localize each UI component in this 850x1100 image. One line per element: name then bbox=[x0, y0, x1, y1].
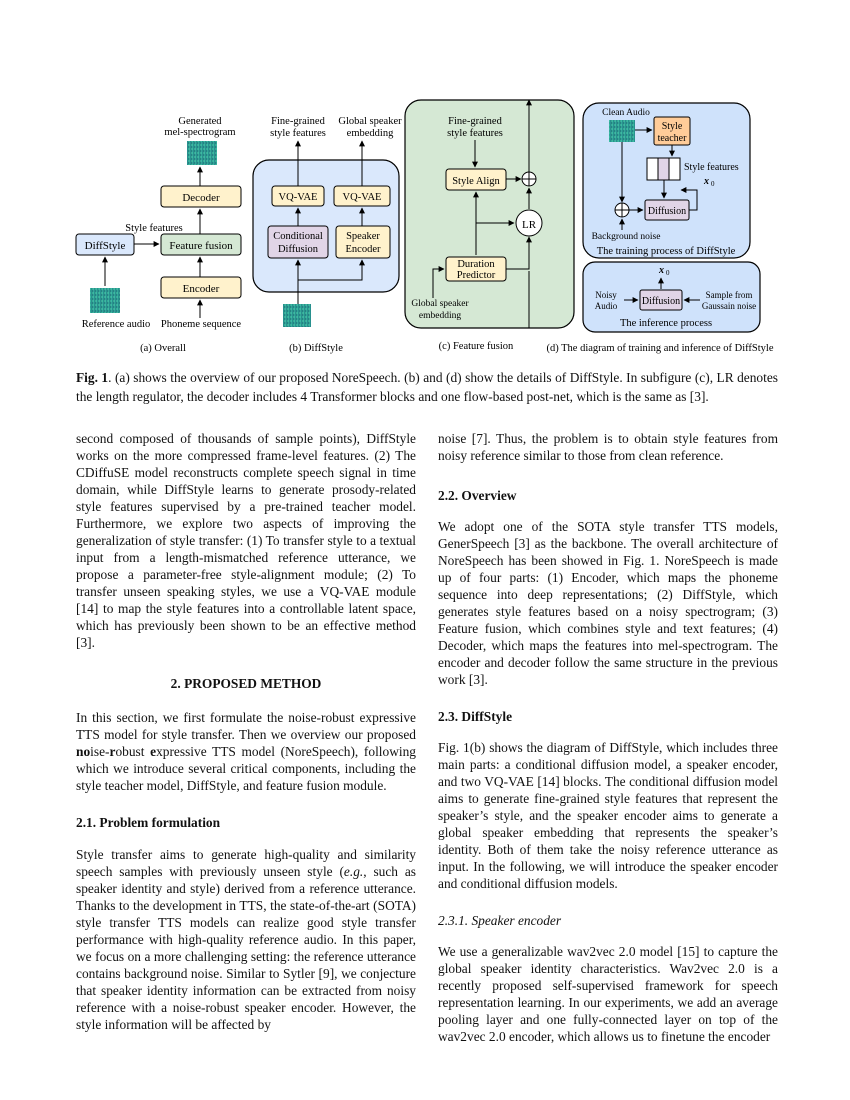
melspec-label: mel-spectrogram bbox=[164, 127, 235, 138]
p2-text-a: In this section, we first formulate the … bbox=[76, 710, 416, 742]
inference-process-label: The inference process bbox=[620, 318, 712, 329]
p3-text-b: , such as speaker identity and style) de… bbox=[76, 864, 416, 1032]
caption-b: (b) DiffStyle bbox=[289, 343, 343, 354]
speaker-label-1: Speaker bbox=[346, 231, 380, 242]
fine-grained-label-b1: Fine-grained bbox=[271, 116, 325, 127]
panel-b-diffstyle: Fine-grained style features Global speak… bbox=[252, 116, 402, 354]
conditional-diffusion-block bbox=[267, 225, 329, 259]
global-speaker-label-b1: Global speaker bbox=[338, 116, 402, 127]
figure-caption: Fig. 1. (a) shows the overview of our pr… bbox=[76, 368, 778, 406]
clean-audio-label: Clean Audio bbox=[602, 108, 650, 118]
noisy-audio-label-2: Audio bbox=[595, 301, 618, 311]
generated-label: Generated bbox=[178, 116, 222, 127]
global-speaker-label-c2: embedding bbox=[419, 311, 461, 321]
style-feature-cell-1 bbox=[646, 157, 659, 181]
right-column: noise [7]. Thus, the problem is to obtai… bbox=[438, 430, 778, 1045]
x0-label: x bbox=[703, 176, 709, 187]
caption-a: (a) Overall bbox=[140, 343, 186, 354]
left-paragraph-1: second composed of thousands of sample p… bbox=[76, 431, 416, 650]
generated-spectrogram bbox=[187, 141, 217, 165]
section-2-2-title: 2.2. Overview bbox=[438, 488, 517, 503]
p3-text-a: Style transfer aims to generate high-qua… bbox=[76, 847, 416, 879]
speaker-encoder-block bbox=[335, 225, 391, 259]
x0hat-label: x bbox=[658, 265, 664, 276]
p2-text-ise: ise- bbox=[90, 744, 110, 759]
training-process-label: The training process of DiffStyle bbox=[597, 246, 736, 257]
section-2-3-title: 2.3. DiffStyle bbox=[438, 709, 513, 724]
decoder-block bbox=[160, 185, 242, 208]
style-features-label: Style features bbox=[125, 223, 182, 234]
speaker-label-2: Encoder bbox=[346, 244, 381, 255]
panel-d-training: Clean Audio Style teacher Style features… bbox=[582, 102, 751, 259]
lr-label: LR bbox=[522, 219, 537, 231]
noisy-spectrogram bbox=[283, 304, 311, 327]
x0hat-subscript: 0 bbox=[666, 269, 670, 277]
diffusion-block-infer bbox=[639, 289, 683, 311]
left-paragraph-3: Style transfer aims to generate high-qua… bbox=[76, 846, 416, 1033]
style-teacher-label-1: Style bbox=[662, 121, 683, 132]
conditional-label-2: Diffusion bbox=[278, 244, 319, 255]
panel-c-feature-fusion: Fine-grained style features Style Align … bbox=[404, 99, 575, 352]
style-features-label-d: Style features bbox=[684, 162, 739, 173]
p2-bold-r: r bbox=[109, 744, 116, 759]
panel-d-inference: x 0 Diffusion Noisy Audio Sample from Ga… bbox=[582, 261, 761, 333]
p2-text-b: xpressive TTS model (NoreSpeech), follow… bbox=[76, 744, 416, 793]
right-paragraph-1: noise [7]. Thus, the problem is to obtai… bbox=[438, 431, 778, 463]
style-align-label: Style Align bbox=[452, 176, 500, 187]
fine-grained-label-c2: style features bbox=[447, 128, 503, 139]
vqvae-block-2 bbox=[333, 185, 391, 207]
fine-grained-label-b2: style features bbox=[270, 128, 326, 139]
clean-spectrogram bbox=[609, 120, 635, 142]
caption-text: . (a) shows the overview of our proposed… bbox=[76, 370, 778, 404]
caption-label: Fig. 1 bbox=[76, 370, 109, 385]
diffstyle-label: DiffStyle bbox=[85, 240, 126, 252]
section-2-title: 2. PROPOSED METHOD bbox=[170, 676, 322, 691]
p2-text-obust: obust bbox=[115, 744, 151, 759]
duration-label-2: Predictor bbox=[457, 270, 496, 281]
caption-c: (c) Feature fusion bbox=[439, 341, 514, 352]
p2-bold-e: e bbox=[150, 744, 157, 759]
caption-d: (d) The diagram of training and inferenc… bbox=[546, 343, 773, 354]
background-noise-label: Background noise bbox=[592, 232, 661, 242]
x0-subscript: 0 bbox=[711, 180, 715, 188]
phoneme-sequence-label: Phoneme sequence bbox=[161, 319, 242, 330]
sample-label-1: Sample from bbox=[706, 290, 753, 300]
reference-audio-label: Reference audio bbox=[82, 319, 151, 330]
left-column: second composed of thousands of sample p… bbox=[76, 430, 416, 1033]
style-teacher-label-2: teacher bbox=[658, 133, 688, 144]
conditional-label-1: Conditional bbox=[273, 231, 323, 242]
feature-fusion-block bbox=[160, 233, 242, 256]
section-2-3-1-title: 2.3.1. Speaker encoder bbox=[438, 913, 562, 928]
figure-1: Generated mel-spectrogram Decoder Style … bbox=[75, 99, 774, 354]
vqvae-block-1 bbox=[271, 185, 325, 207]
style-feature-cell-3 bbox=[668, 157, 681, 181]
right-paragraph-3: Fig. 1(b) shows the diagram of DiffStyle… bbox=[438, 740, 778, 891]
p3-italic-eg: e.g. bbox=[343, 864, 364, 879]
encoder-label: Encoder bbox=[183, 283, 220, 295]
panel-a-overall: Generated mel-spectrogram Decoder Style … bbox=[75, 116, 242, 354]
style-feature-cell-2 bbox=[657, 157, 670, 181]
feature-fusion-label: Feature fusion bbox=[169, 240, 233, 252]
reference-spectrogram bbox=[90, 288, 120, 313]
duration-label-1: Duration bbox=[457, 259, 495, 270]
fine-grained-label-c1: Fine-grained bbox=[448, 116, 502, 127]
noisy-audio-label-1: Noisy bbox=[595, 290, 617, 300]
global-speaker-label-c1: Global speaker bbox=[411, 299, 469, 309]
global-speaker-label-b2: embedding bbox=[347, 128, 394, 139]
lr-node bbox=[515, 209, 543, 237]
right-paragraph-2: We adopt one of the SOTA style transfer … bbox=[438, 519, 778, 687]
p2-bold-no: no bbox=[76, 744, 91, 759]
sample-label-2: Gaussain noise bbox=[702, 301, 756, 311]
diffusion-label-infer: Diffusion bbox=[642, 296, 680, 307]
encoder-block bbox=[160, 276, 242, 299]
decoder-label: Decoder bbox=[182, 192, 220, 204]
diffusion-label-train: Diffusion bbox=[648, 206, 686, 217]
left-paragraph-2: In this section, we first formulate the … bbox=[76, 709, 416, 794]
vqvae-label-2: VQ-VAE bbox=[343, 192, 382, 203]
vqvae-label-1: VQ-VAE bbox=[279, 192, 318, 203]
right-paragraph-4: We use a generalizable wav2vec 2.0 model… bbox=[438, 944, 778, 1044]
section-2-1-title: 2.1. Problem formulation bbox=[76, 815, 221, 830]
